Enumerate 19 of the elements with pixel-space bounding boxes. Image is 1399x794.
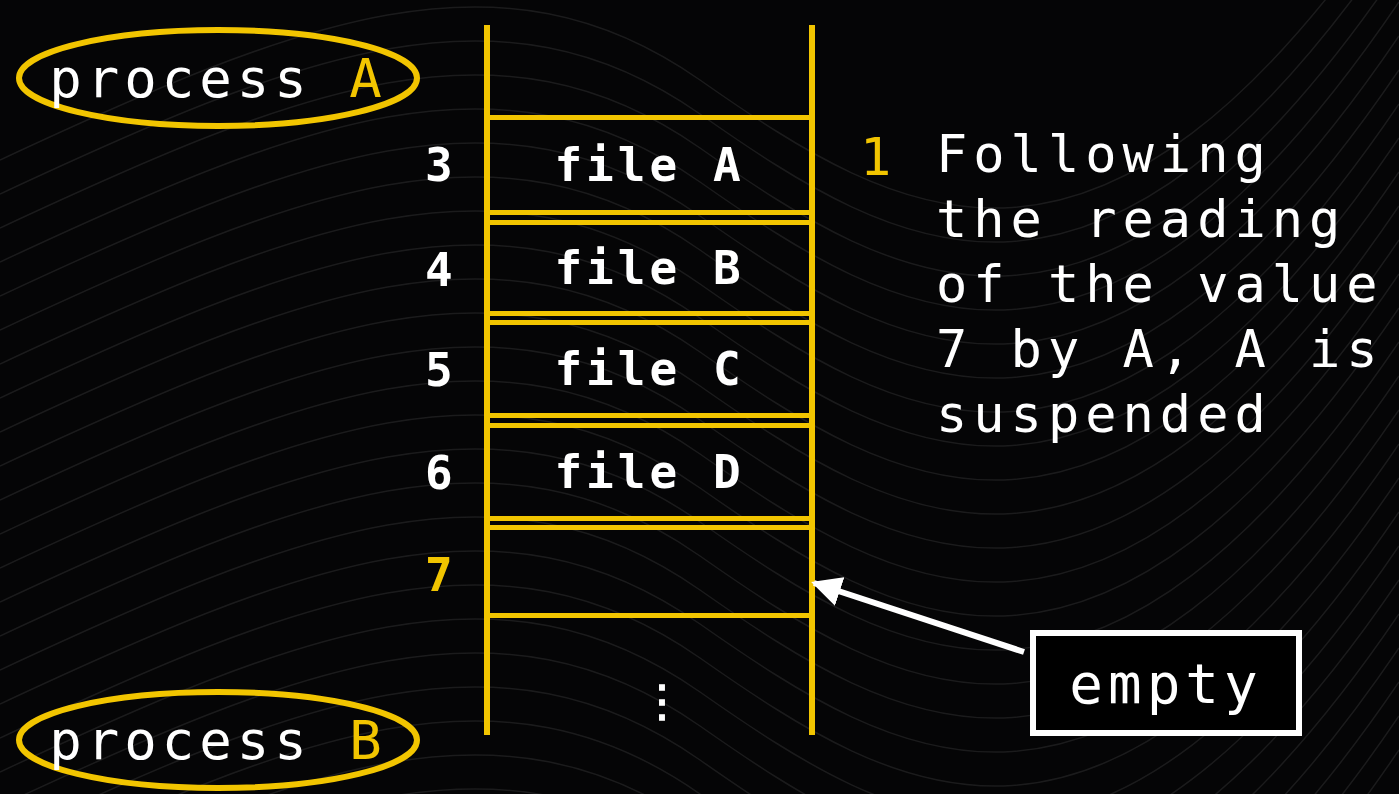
process-ellipse bbox=[15, 26, 421, 130]
step-description: Following the reading of the value 7 by A, A is suspended bbox=[936, 123, 1385, 446]
label-box bbox=[1030, 630, 1302, 736]
file-label: file B bbox=[554, 241, 745, 295]
process-ellipse bbox=[15, 688, 421, 792]
file-label: file C bbox=[554, 342, 745, 396]
row-number: 7 bbox=[425, 548, 453, 602]
row-number: 4 bbox=[425, 243, 453, 297]
row-number: 3 bbox=[425, 138, 453, 192]
file-label: file A bbox=[554, 138, 745, 192]
step-number: 1 bbox=[860, 126, 892, 189]
file-label: file D bbox=[554, 445, 745, 499]
row-number: 6 bbox=[425, 446, 453, 500]
ellipsis: ⋮ bbox=[640, 674, 684, 728]
process-label: process A bbox=[49, 46, 387, 110]
note-label: empty bbox=[1069, 650, 1263, 716]
arrow bbox=[811, 577, 1025, 655]
process-label: process B bbox=[49, 708, 387, 772]
row-number: 5 bbox=[425, 343, 453, 397]
